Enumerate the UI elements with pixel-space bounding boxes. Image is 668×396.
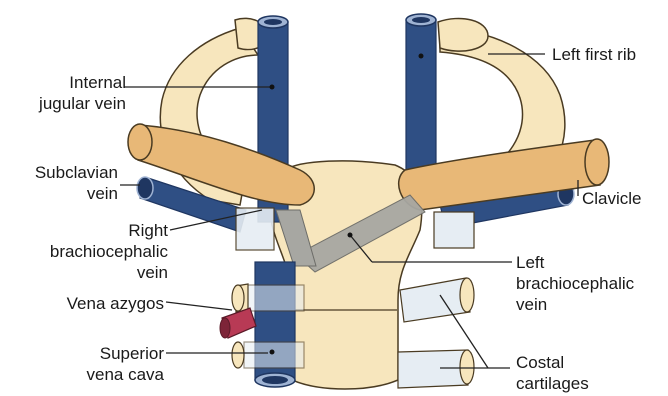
label-left-first-rib: Left first rib xyxy=(552,44,636,65)
label-left-brachiocephalic-vein: Left brachiocephalic vein xyxy=(516,252,634,315)
left-rib-tip xyxy=(438,18,488,51)
left-costal-cartilage-1 xyxy=(400,278,470,322)
label-costal-cartilages: Costal cartilages xyxy=(516,352,589,394)
label-clavicle: Clavicle xyxy=(582,188,642,209)
label-internal-jugular-vein: Internal jugular vein xyxy=(8,72,126,114)
left-costal-cartilage-2 xyxy=(398,350,468,388)
label-vena-azygos: Vena azygos xyxy=(0,293,164,314)
label-subclavian-vein: Subclavian vein xyxy=(0,162,118,204)
label-superior-vena-cava: Superior vena cava xyxy=(0,343,164,385)
label-right-brachiocephalic-vein: Right brachiocephalic vein xyxy=(0,220,168,283)
